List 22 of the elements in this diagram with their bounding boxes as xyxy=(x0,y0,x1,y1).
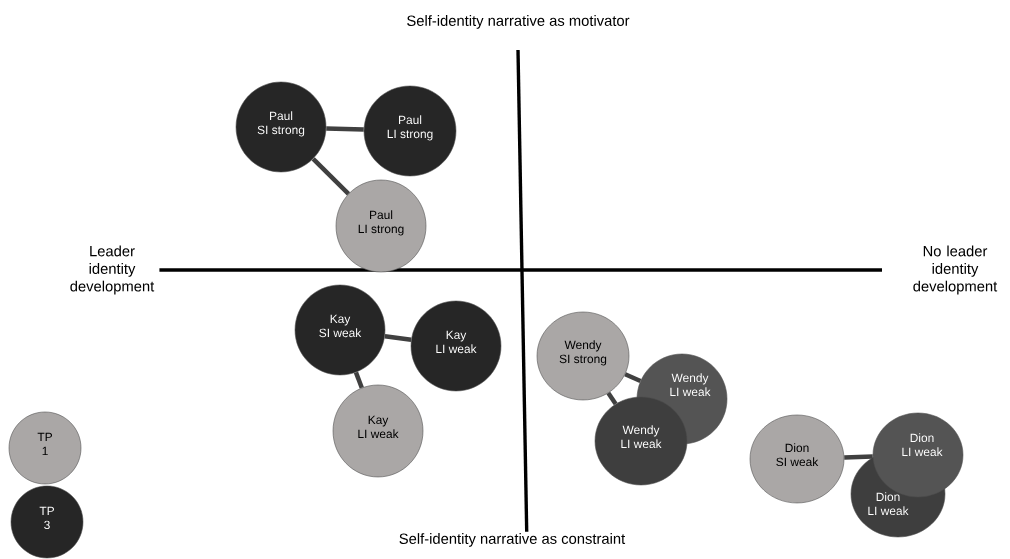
axis-label: Leader identity development xyxy=(64,244,160,296)
circle-node: Wendy LI weak xyxy=(594,396,688,486)
axis-label: Self-identity narrative as constraint xyxy=(397,531,627,549)
circle-node: Paul LI strong xyxy=(363,85,457,177)
circle-node: Kay LI weak xyxy=(410,300,502,392)
circle-node: TP 3 xyxy=(10,485,84,559)
circle-node: Kay LI weak xyxy=(332,384,424,478)
axis-label: Self-identity narrative as motivator xyxy=(405,13,631,31)
connector-line xyxy=(311,157,351,196)
circle-node: Wendy SI strong xyxy=(536,311,630,401)
connector-line xyxy=(326,126,364,132)
circle-node: Dion SI weak xyxy=(749,414,845,504)
circle-node: Paul LI strong xyxy=(335,179,427,273)
circle-node: Kay SI weak xyxy=(294,284,386,376)
circle-node: TP 1 xyxy=(8,411,82,485)
connector-line xyxy=(844,454,873,460)
connector-line xyxy=(624,372,642,383)
connector-line xyxy=(384,333,412,343)
axis-label: No leader identity development xyxy=(895,244,1010,296)
circle-node: Paul SI strong xyxy=(235,81,327,173)
connector-line xyxy=(353,371,364,389)
connector-line xyxy=(606,391,618,406)
